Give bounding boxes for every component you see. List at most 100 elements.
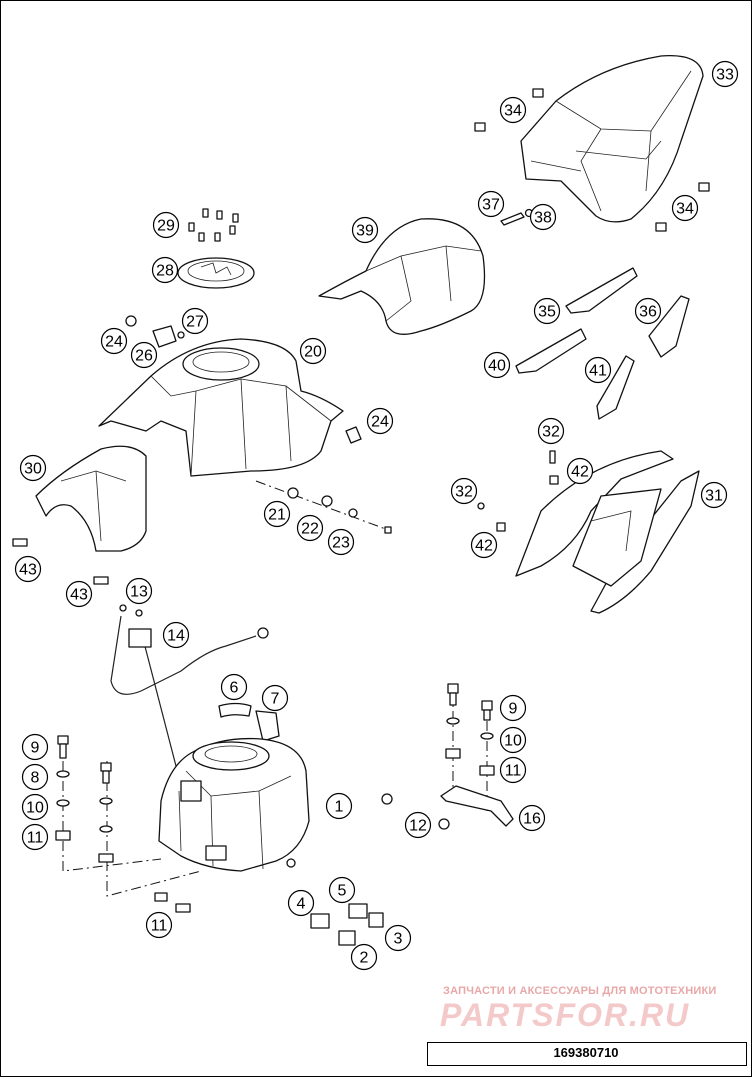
screw-37-drawing	[500, 212, 525, 226]
callout-label-4: 4	[297, 896, 306, 913]
callout-circle	[470, 531, 498, 559]
callout-label-29: 29	[157, 218, 175, 235]
callout-label-35: 35	[538, 304, 556, 321]
callout-circle	[21, 733, 49, 761]
callout-circle	[65, 580, 93, 608]
callout-circle	[518, 804, 546, 832]
callout-circle	[499, 756, 527, 784]
callout-label-16: 16	[523, 811, 541, 828]
callout-label-41: 41	[589, 363, 607, 380]
pad-2-drawing	[338, 930, 356, 946]
screw-24b-drawing	[345, 426, 362, 444]
callout-circle	[325, 792, 353, 820]
callout-label-20: 20	[304, 344, 322, 361]
callout-label-7: 7	[271, 691, 280, 708]
pad-3-drawing	[368, 912, 384, 928]
callout-circle	[350, 943, 378, 971]
callout-label-9: 9	[509, 701, 518, 718]
callout-label-39: 39	[356, 223, 374, 240]
clip-34a-drawing	[532, 88, 544, 98]
callout-label-24: 24	[371, 414, 389, 431]
callout-circle	[384, 924, 412, 952]
callout-circle	[533, 297, 561, 325]
callout-label-11: 11	[505, 763, 522, 780]
callout-label-32: 32	[455, 484, 473, 501]
callout-label-12: 12	[409, 818, 427, 835]
clip-34b-drawing	[474, 122, 486, 132]
document-number-box	[427, 1042, 747, 1066]
callout-label-8: 8	[31, 770, 40, 787]
callout-circle	[14, 555, 42, 583]
callout-label-6: 6	[230, 680, 239, 697]
nut-27-drawing	[177, 331, 185, 339]
document-number: 169380710	[553, 1045, 619, 1060]
callout-circle	[351, 216, 379, 244]
rear-tail-drawing	[515, 450, 700, 614]
screw-24a-drawing	[125, 315, 137, 327]
callout-label-21: 21	[268, 507, 286, 524]
callout-circle	[19, 454, 47, 482]
trim-41-drawing	[596, 355, 635, 420]
callout-circle	[287, 889, 315, 917]
callout-circle	[566, 457, 594, 485]
nut-42b-drawing	[496, 522, 506, 532]
pad-43a-drawing	[12, 538, 28, 547]
side-cover-drawing	[35, 445, 147, 552]
part-6-drawing	[218, 702, 252, 718]
callout-circle	[21, 793, 49, 821]
callout-label-40: 40	[488, 358, 506, 375]
callout-circle	[499, 694, 527, 722]
nut-42a-drawing	[549, 475, 559, 485]
callout-label-31: 31	[705, 488, 723, 505]
fuel-tank-drawing	[158, 737, 310, 872]
pad-43b-drawing	[93, 576, 109, 585]
callout-circle	[145, 911, 173, 939]
callout-label-22: 22	[301, 521, 319, 538]
part-7-drawing	[255, 710, 280, 742]
callout-label-23: 23	[332, 535, 350, 552]
callout-circle	[151, 256, 179, 284]
callout-circle	[130, 341, 158, 369]
callout-circle	[404, 811, 432, 839]
fuel-cap-drawing	[177, 257, 255, 289]
callout-label-38: 38	[534, 210, 552, 227]
callout-circle	[327, 528, 355, 556]
callout-label-13: 13	[130, 584, 148, 601]
trim-40-drawing	[515, 328, 587, 374]
callout-label-1: 1	[335, 799, 344, 816]
tank-cover-drawing	[98, 338, 344, 477]
watermark-logo: PARTSFOR.RU	[440, 997, 691, 1033]
front-seat-drawing	[318, 218, 486, 335]
bracket-26-drawing	[152, 325, 177, 348]
callout-circle	[671, 194, 699, 222]
callout-label-34: 34	[504, 103, 522, 120]
hardware-21-23-drawing	[255, 480, 392, 534]
callout-label-11: 11	[27, 830, 44, 847]
callout-label-30: 30	[24, 461, 42, 478]
hardware-left-stack-drawing	[55, 735, 191, 913]
cable-14-drawing	[110, 604, 269, 767]
callout-circle	[162, 621, 190, 649]
callout-circle	[220, 673, 248, 701]
callout-label-34: 34	[676, 201, 694, 218]
callout-label-9: 9	[31, 740, 40, 757]
callout-label-10: 10	[26, 800, 44, 817]
callout-circle	[21, 823, 49, 851]
rear-seat-drawing	[520, 55, 704, 223]
callout-circle	[477, 190, 505, 218]
mount-line-left	[62, 741, 162, 872]
clip-34c-drawing	[698, 182, 710, 192]
callout-circle	[537, 417, 565, 445]
callout-label-27: 27	[186, 314, 204, 331]
callout-label-26: 26	[135, 348, 153, 365]
callout-circle	[263, 500, 291, 528]
callout-circle	[711, 60, 739, 88]
callout-label-14: 14	[167, 628, 185, 645]
trim-35-drawing	[565, 267, 638, 314]
callout-label-3: 3	[394, 931, 403, 948]
callout-circle	[261, 684, 289, 712]
callout-label-42: 42	[475, 538, 493, 555]
screw-32b-drawing	[477, 502, 485, 510]
